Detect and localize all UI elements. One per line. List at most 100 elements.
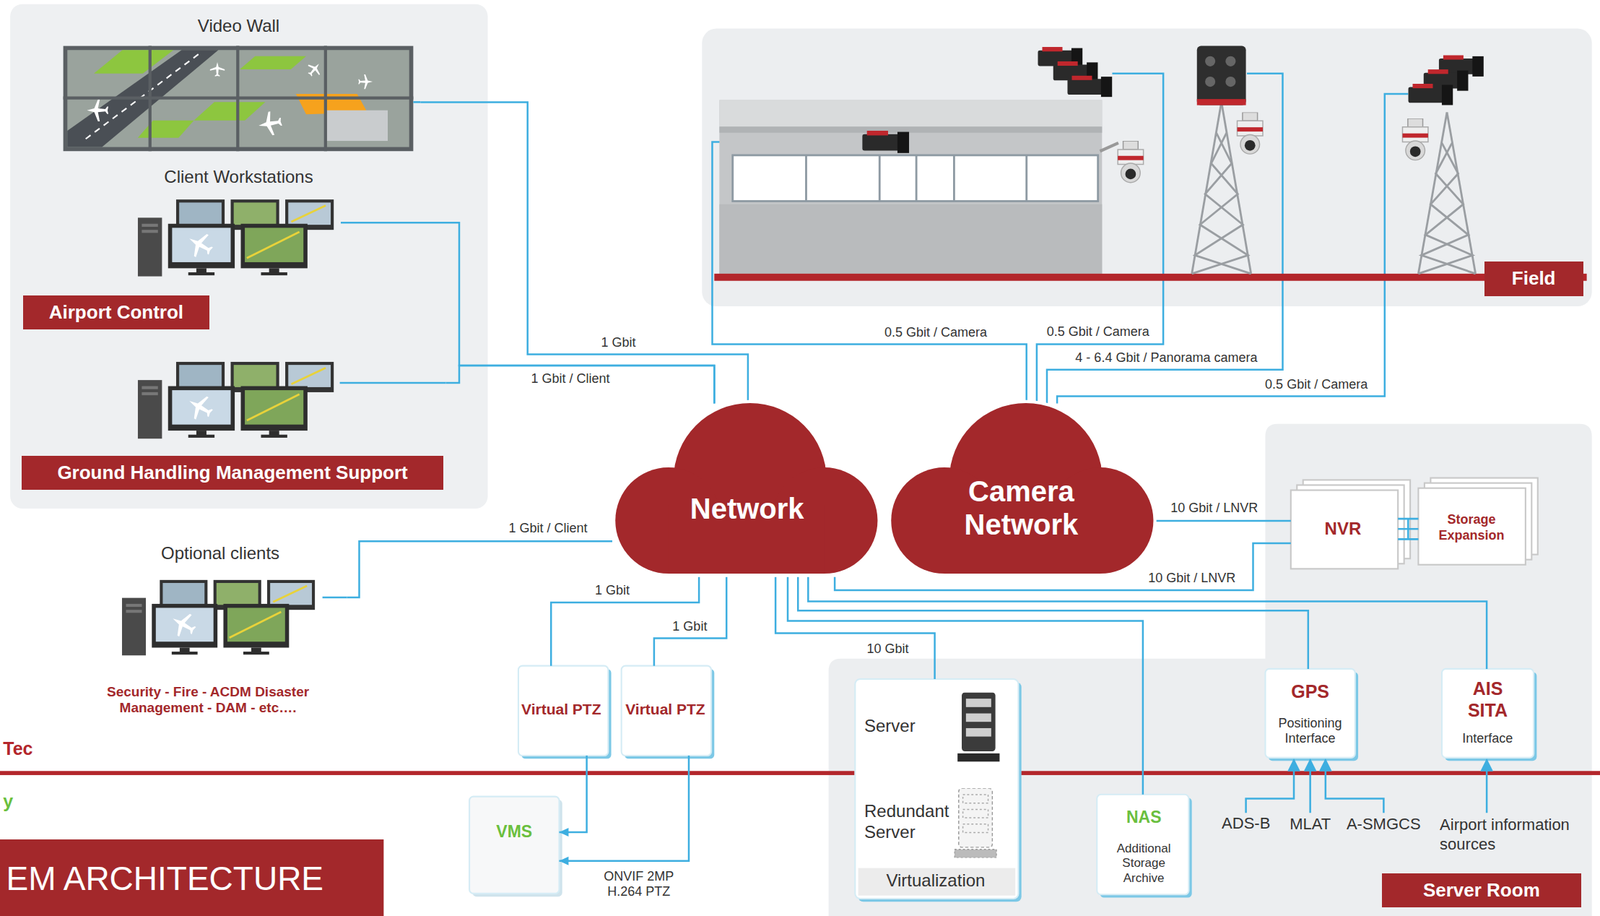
box-fill <box>854 678 1019 899</box>
node-text: Virtual PTZ <box>624 699 707 719</box>
connector-line <box>1397 527 1419 530</box>
background-panel <box>828 423 1593 916</box>
node-text: Airport Control <box>23 295 211 330</box>
storage-box: Storage Expansion <box>1418 488 1525 565</box>
field-illustration <box>719 204 1102 276</box>
bracket <box>1397 518 1419 539</box>
box-fill <box>518 665 608 756</box>
field-illustration <box>862 130 910 154</box>
connector <box>712 306 1027 403</box>
video-wall-picture <box>63 46 414 152</box>
node-text: Video Wall <box>136 15 341 37</box>
process-box: VMS <box>469 796 559 894</box>
edge-label: 10 Gbit / LNVR <box>1146 570 1237 587</box>
wire <box>340 381 447 385</box>
edge-label: ONVIF 2MP H.264 PTZ <box>597 868 680 900</box>
background-panel <box>701 28 1592 307</box>
box-fill <box>469 796 559 894</box>
field-illustration <box>719 100 1102 276</box>
connector <box>1046 306 1284 403</box>
video-wall-picture <box>63 46 414 152</box>
field-illustration <box>719 100 1102 128</box>
connector-line <box>340 222 715 403</box>
node-text: Server Room <box>1381 872 1582 907</box>
connector <box>347 540 613 598</box>
process-box: Virtual PTZ <box>621 665 712 756</box>
connector <box>558 755 689 865</box>
node-text: Field <box>1484 261 1584 296</box>
server-box: Server <box>862 685 1011 768</box>
box-fill <box>1441 668 1534 758</box>
server-icon <box>957 691 1000 762</box>
node-text: Positioning Interface <box>1267 715 1354 747</box>
node-text: Virtualization <box>859 870 1013 891</box>
connector-line <box>712 306 1027 403</box>
workstation-picture <box>137 199 334 276</box>
video-wall: Video Wall <box>61 12 421 156</box>
node-text: Virtual PTZ <box>520 699 603 719</box>
text-label: A-SMGCS <box>1346 814 1421 834</box>
network-cloud: Camera Network <box>888 402 1156 577</box>
title-band <box>0 838 384 916</box>
title-band <box>0 838 384 916</box>
connector <box>340 222 715 403</box>
connector <box>558 755 587 837</box>
video-wall-picture <box>210 62 225 77</box>
edge-label: 10 Gbit <box>865 641 911 658</box>
workstation-picture <box>122 579 315 656</box>
edge-label: 10 Gbit / LNVR <box>1168 500 1260 517</box>
field-illustration <box>1407 83 1453 106</box>
bracket <box>1397 518 1419 539</box>
field-illustration <box>1225 76 1236 87</box>
field-illustration <box>1197 98 1247 105</box>
box-fill <box>1290 490 1398 569</box>
node-text: NVR <box>1294 518 1392 540</box>
field-illustration <box>714 273 1587 281</box>
box-fill <box>858 867 1016 896</box>
connector-line <box>420 101 749 403</box>
storage-box: NASAdditional Storage Archive <box>1096 794 1189 895</box>
edge-label: 4 - 6.4 Gbit / Panorama camera <box>1073 350 1259 367</box>
source-arrow <box>1246 759 1294 813</box>
workstation-picture <box>122 199 334 655</box>
node-text: Optional clients <box>118 542 323 564</box>
node-text: VMS <box>473 821 556 842</box>
field-illustration <box>1117 140 1143 183</box>
node-text: Security - Fire - ACDM Disaster Manageme… <box>70 683 346 717</box>
video-wall-picture <box>303 59 325 80</box>
workstation-picture <box>137 361 334 439</box>
network-cloud: Network <box>612 402 880 577</box>
edge-label: 0.5 Gbit / Camera <box>1045 324 1151 341</box>
server-icon <box>954 787 997 858</box>
video-wall-picture <box>85 53 200 140</box>
connector <box>420 101 749 403</box>
text-label: Tec <box>2 737 33 759</box>
box-fill <box>1096 794 1189 895</box>
node-text: Client Workstations <box>136 166 341 188</box>
wire <box>1111 73 1164 307</box>
field-illustration <box>719 126 1102 133</box>
node-text: Redundant Server <box>864 800 956 843</box>
interface-box: GPSPositioning Interface <box>1264 668 1355 758</box>
text-label: ADS-B <box>1221 813 1271 833</box>
connector-line <box>1155 519 1291 523</box>
text-label: y <box>2 789 13 812</box>
workstation-group: Client WorkstationsAirport Control <box>22 163 341 333</box>
connector-line <box>787 576 1143 795</box>
client-group: Optional clientsSecurity - Fire - ACDM D… <box>61 538 348 723</box>
connector-line <box>775 576 936 679</box>
node-text: Ground Handling Management Support <box>21 455 444 490</box>
text-label: Airport information sources <box>1439 815 1591 854</box>
connector-line <box>559 755 588 832</box>
connector <box>654 576 727 666</box>
title: EM ARCHITECTURE <box>5 858 324 899</box>
connector <box>1155 519 1291 521</box>
field-illustration <box>1197 46 1247 106</box>
connector-line <box>654 576 727 666</box>
node-text: NAS <box>1103 807 1185 828</box>
source-arrow <box>1325 759 1385 813</box>
connector-line <box>1057 306 1385 403</box>
server-icon <box>954 691 1000 858</box>
virtualization-panel: Virtualization ServerRedundant Server <box>854 678 1019 899</box>
video-wall-picture <box>194 101 266 120</box>
